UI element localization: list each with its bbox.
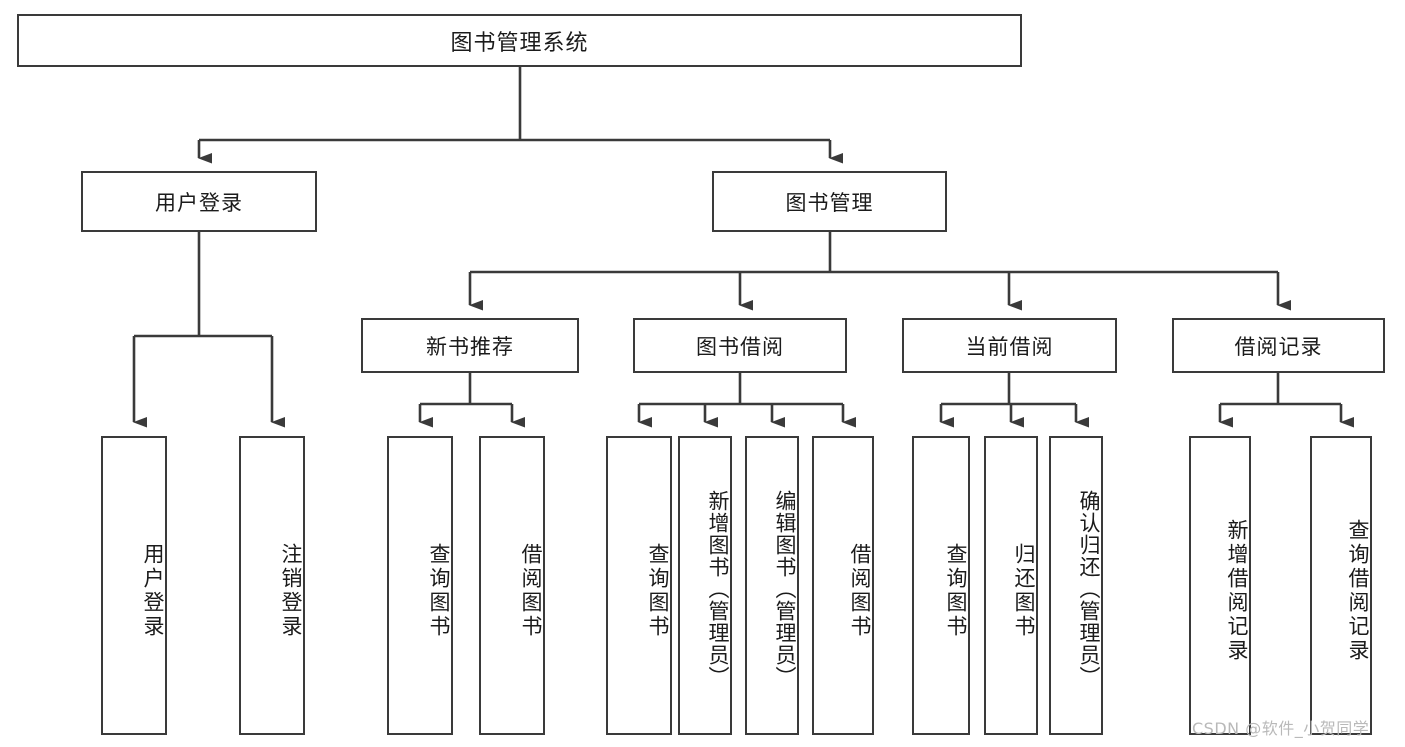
leaf-logout-login[interactable]: 注销登录: [239, 436, 305, 735]
leaf-confirm-return-admin-label: 确认归还（管理员）: [1077, 489, 1101, 688]
node-book-borrow[interactable]: 图书借阅: [633, 318, 847, 373]
leaf-add-book-admin-label: 新增图书（管理员）: [706, 489, 730, 688]
leaf-query-borrow-record[interactable]: 查询借阅记录: [1310, 436, 1372, 735]
node-borrow-records[interactable]: 借阅记录: [1172, 318, 1385, 373]
leaf-borrow-book-label: 借阅图书: [848, 542, 872, 639]
leaf-edit-book-admin-label: 编辑图书（管理员）: [773, 489, 797, 688]
leaf-return-book-label: 归还图书: [1012, 542, 1036, 639]
leaf-add-book-admin[interactable]: 新增图书（管理员）: [678, 436, 732, 735]
leaf-user-login-label: 用户登录: [141, 542, 165, 639]
node-root[interactable]: 图书管理系统: [17, 14, 1022, 67]
leaf-query-borrow-record-label: 查询借阅记录: [1346, 518, 1370, 663]
node-root-label: 图书管理系统: [450, 30, 589, 56]
leaf-borrow-book[interactable]: 借阅图书: [812, 436, 874, 735]
node-book-management[interactable]: 图书管理: [712, 171, 947, 232]
leaf-query-book-borrow-label: 查询图书: [646, 542, 670, 639]
leaf-borrow-book-recommend[interactable]: 借阅图书: [479, 436, 545, 735]
node-current-borrow[interactable]: 当前借阅: [902, 318, 1117, 373]
leaf-user-login[interactable]: 用户登录: [101, 436, 167, 735]
leaf-add-borrow-record-label: 新增借阅记录: [1225, 518, 1249, 663]
node-user-login-label: 用户登录: [155, 190, 243, 215]
leaf-return-book[interactable]: 归还图书: [984, 436, 1038, 735]
node-new-book-recommend[interactable]: 新书推荐: [361, 318, 579, 373]
leaf-logout-login-label: 注销登录: [279, 542, 303, 639]
watermark-text: CSDN @软件_小贺同学: [1192, 719, 1370, 738]
node-new-book-recommend-label: 新书推荐: [426, 334, 514, 359]
leaf-query-book-recommend[interactable]: 查询图书: [387, 436, 453, 735]
leaf-query-book-current[interactable]: 查询图书: [912, 436, 970, 735]
watermark: CSDN @软件_小贺同学: [1192, 715, 1369, 739]
leaf-edit-book-admin[interactable]: 编辑图书（管理员）: [745, 436, 799, 735]
leaf-borrow-book-recommend-label: 借阅图书: [519, 542, 543, 639]
node-borrow-records-label: 借阅记录: [1234, 334, 1323, 359]
leaf-query-book-current-label: 查询图书: [944, 542, 968, 639]
node-current-borrow-label: 当前借阅: [965, 334, 1054, 359]
leaf-query-book-borrow[interactable]: 查询图书: [606, 436, 672, 735]
node-user-login[interactable]: 用户登录: [81, 171, 317, 232]
leaf-add-borrow-record[interactable]: 新增借阅记录: [1189, 436, 1251, 735]
node-book-management-label: 图书管理: [785, 190, 874, 215]
node-book-borrow-label: 图书借阅: [696, 334, 784, 359]
leaf-confirm-return-admin[interactable]: 确认归还（管理员）: [1049, 436, 1103, 735]
leaf-query-book-recommend-label: 查询图书: [427, 542, 451, 639]
